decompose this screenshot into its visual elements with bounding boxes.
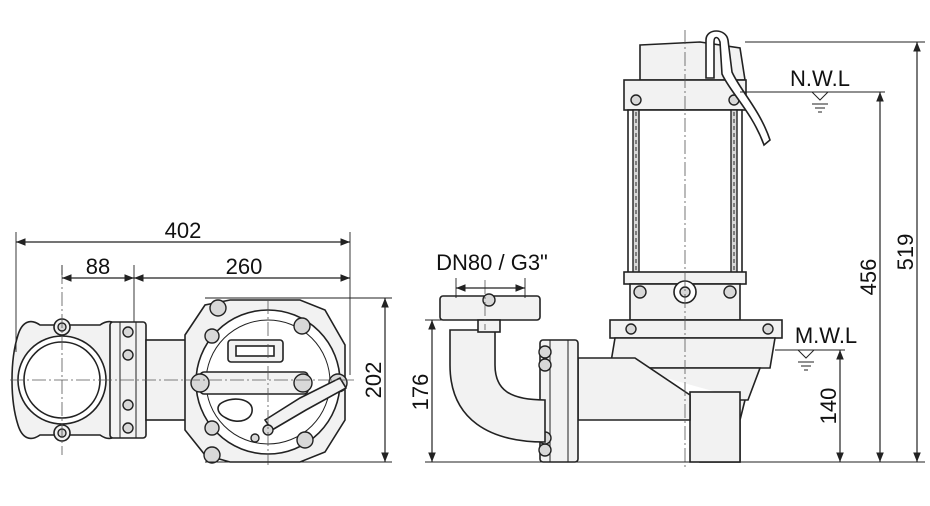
- mwl-level: M.W.L: [775, 323, 857, 371]
- dim-overall-length-label: 402: [165, 218, 202, 243]
- dim-outlet-size-label: DN80 / G3": [436, 250, 548, 275]
- dim-outlet-offset-label: 88: [86, 254, 110, 279]
- dim-total-height-label: 519: [893, 234, 918, 271]
- plan-pump-body: [184, 299, 348, 464]
- dim-plan-height: 202: [361, 298, 389, 462]
- side-view: DN80 / G3" 176 N.W.L M.W.L: [408, 30, 925, 470]
- side-pump-body: [609, 280, 783, 463]
- dim-pump-length: 260: [134, 254, 350, 282]
- dim-nwl-height: 456: [856, 92, 884, 462]
- dim-outlet-offset: 88: [61, 254, 134, 282]
- side-elbow: [439, 293, 546, 443]
- dim-outlet-height-label: 176: [408, 374, 433, 411]
- side-power-cable: [705, 30, 771, 147]
- dim-mwl-height: 140: [816, 350, 844, 462]
- dim-outlet-size: DN80 / G3": [436, 250, 548, 298]
- mwl-label: M.W.L: [795, 323, 857, 348]
- side-discharge-pipe: [538, 339, 691, 463]
- nwl-label: N.W.L: [790, 66, 850, 91]
- dim-plan-height-label: 202: [361, 362, 386, 399]
- dim-overall-length: 402: [16, 218, 350, 246]
- dim-outlet-height: 176: [408, 320, 436, 462]
- plan-view: 402 88 260 202: [10, 218, 392, 465]
- dim-pump-length-label: 260: [226, 254, 263, 279]
- dim-nwl-height-label: 456: [856, 259, 881, 296]
- nwl-level: N.W.L: [740, 66, 885, 113]
- dim-mwl-height-label: 140: [816, 388, 841, 425]
- dim-total-height: 519: [893, 42, 921, 462]
